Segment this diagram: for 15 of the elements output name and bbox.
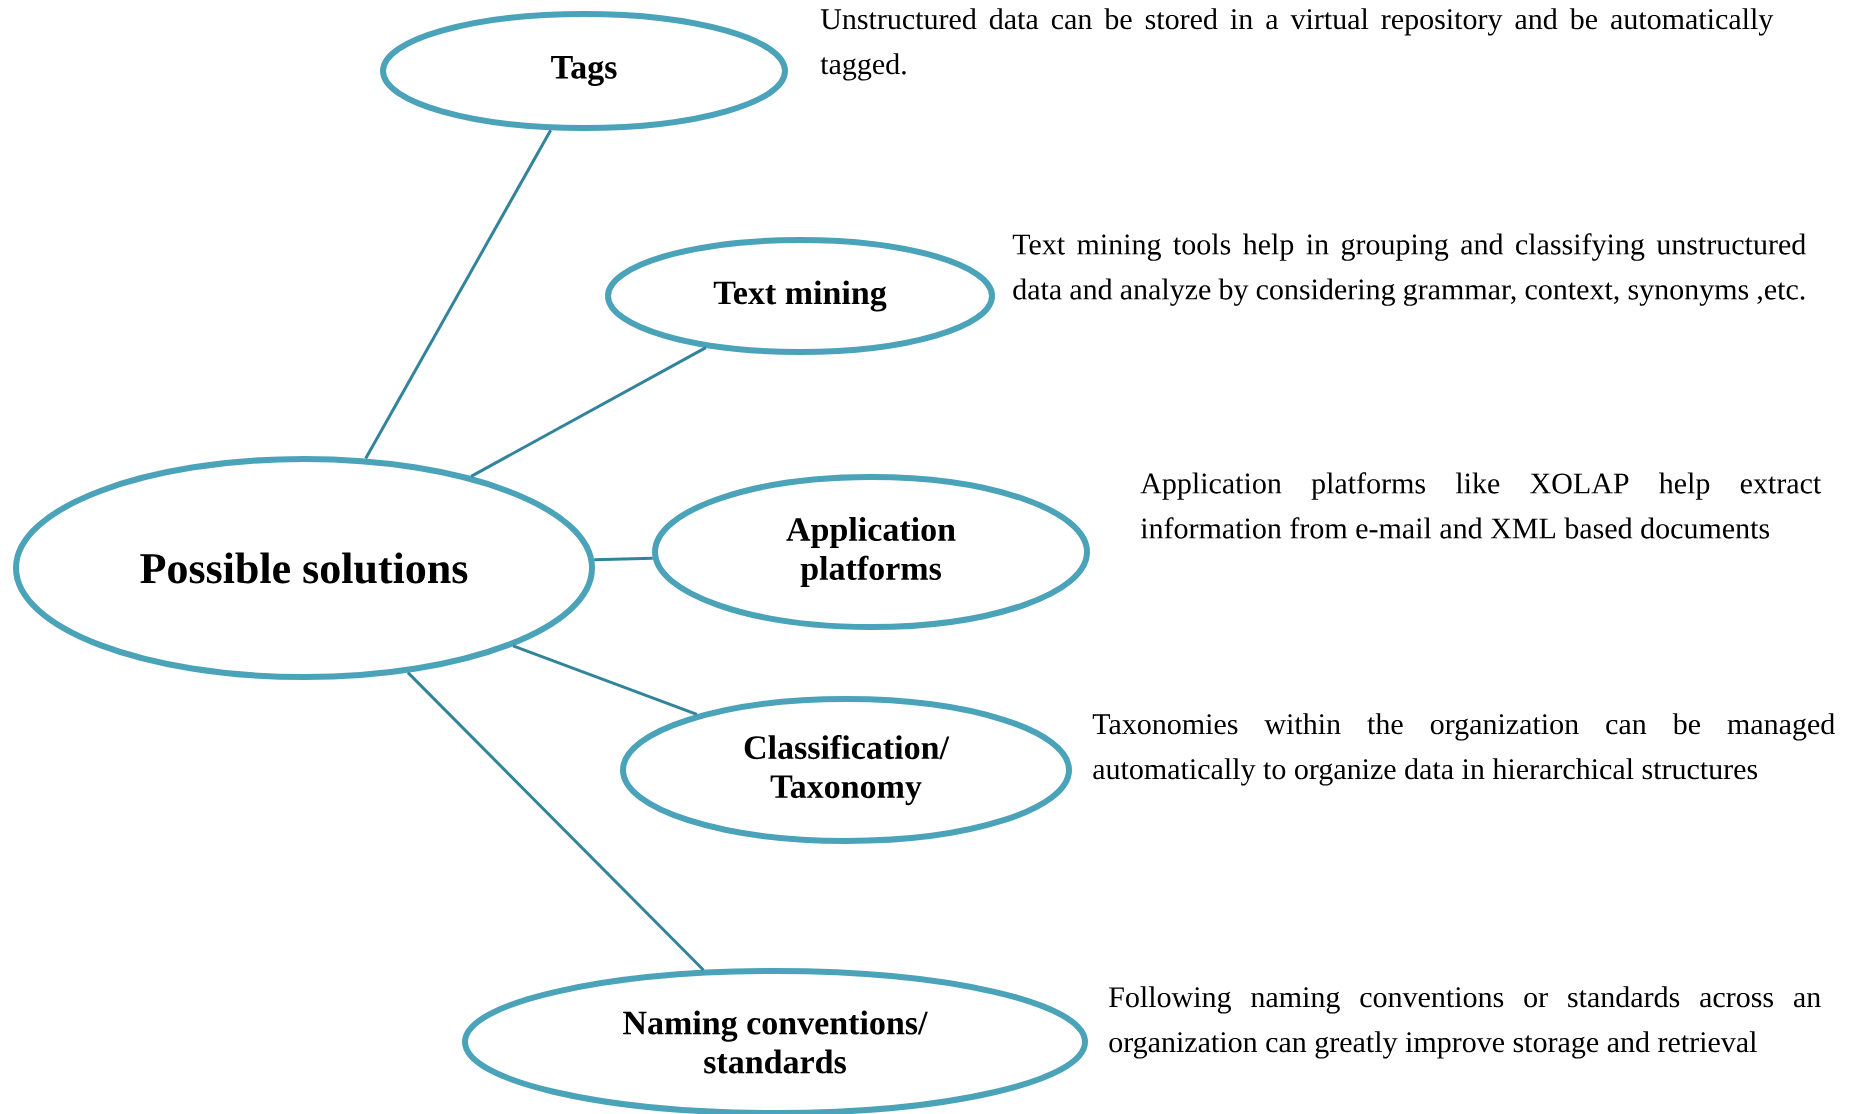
description-text: Application platforms like XOLAP help extract information from e-mail and XML based documents <box>1140 472 1822 539</box>
description-text: Text mining tools help in grouping and classifying unstructured data and analyze by considering grammar, context, synonyms ,etc. <box>1012 233 1806 306</box>
ellipse-node: Possible solutions <box>13 456 595 680</box>
connector-line <box>470 346 707 478</box>
description-text: Taxonomies within the organization can be managed automatically to organize data in hierarchical structures <box>1092 713 1835 786</box>
description-text: Unstructured data can be stored in a virtual repository and be automatically tagged. <box>820 8 1774 81</box>
connector-line <box>364 129 552 460</box>
ellipse-node: Text mining <box>605 237 995 355</box>
connector-line <box>594 556 653 562</box>
ellipse-node: Classification/ Taxonomy <box>620 696 1072 844</box>
description-text: Following naming conventions or standards across an organization can greatly improve storage and retrieval <box>1109 986 1821 1059</box>
ellipse-node: Application platforms <box>652 474 1090 630</box>
connector-line <box>406 671 705 972</box>
connector-line <box>512 644 698 716</box>
ellipse-node: Tags <box>380 11 788 131</box>
